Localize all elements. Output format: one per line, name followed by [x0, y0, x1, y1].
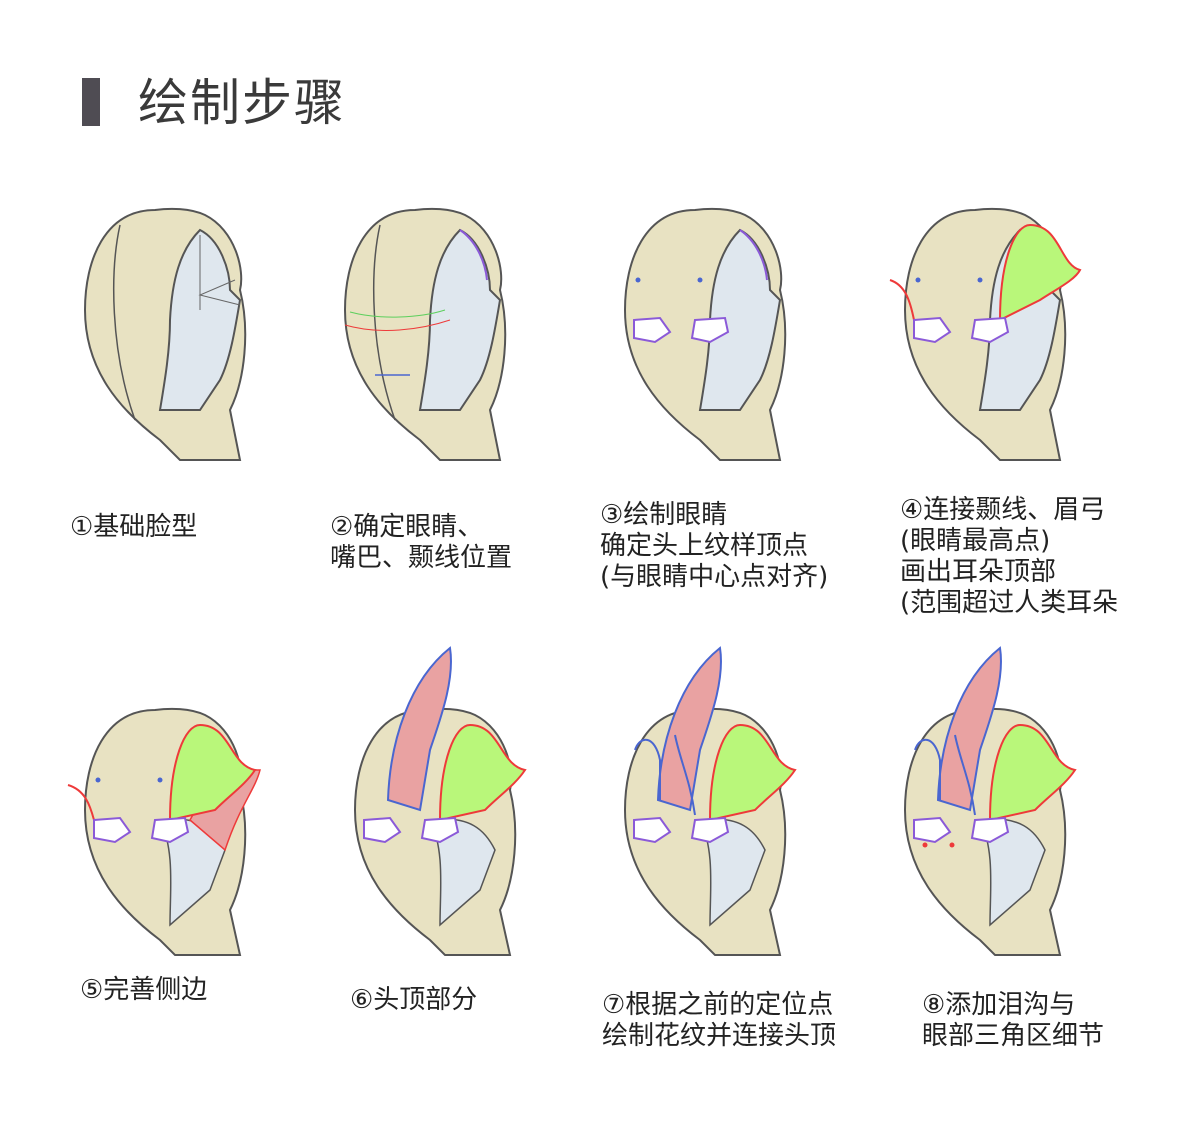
step-3-caption: ③绘制眼睛 确定头上纹样顶点 (与眼睛中心点对齐) — [600, 500, 829, 592]
step-7-caption: ⑦根据之前的定位点 绘制花纹并连接头顶 — [602, 990, 837, 1051]
step-8-caption: ⑧添加泪沟与 眼部三角区细节 — [922, 990, 1105, 1051]
step-6-caption: ⑥头顶部分 — [350, 985, 478, 1015]
step-5-illustration — [60, 700, 280, 970]
step-3-illustration — [600, 180, 820, 480]
title-marker — [82, 78, 100, 126]
step-4-illustration — [880, 180, 1100, 480]
step-4-caption: ④连接颞线、眉弓 (眼睛最高点) 画出耳朵顶部 (范围超过人类耳朵 — [900, 495, 1119, 618]
step-1-illustration — [60, 180, 280, 480]
step-2-caption: ②确定眼睛、 嘴巴、颞线位置 — [330, 512, 513, 573]
page-title: 绘制步骤 — [138, 74, 346, 132]
step-6-illustration — [330, 640, 550, 970]
step-2-illustration — [320, 180, 540, 480]
step-5-caption: ⑤完善侧边 — [80, 975, 208, 1005]
step-7-illustration — [600, 640, 820, 970]
step-1-caption: ①基础脸型 — [70, 512, 198, 542]
step-8-illustration — [880, 640, 1100, 970]
